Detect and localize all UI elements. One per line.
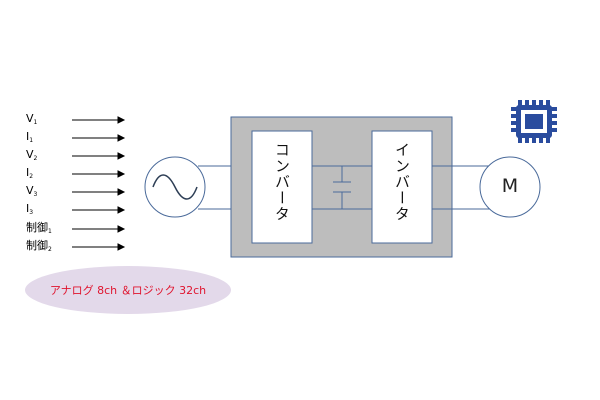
converter-label: コンバータ — [273, 142, 291, 222]
signal-label-i3: I3 — [26, 202, 34, 217]
sine-wave-icon — [152, 174, 198, 200]
signal-arrow — [72, 170, 126, 178]
signal-label-control2: 制御2 — [26, 239, 52, 254]
signal-arrow — [72, 188, 126, 196]
channels-label: アナログ 8ch ＆ロジック 32ch — [49, 284, 207, 297]
signal-arrow — [72, 206, 126, 214]
signal-arrow — [72, 152, 126, 160]
signal-label-v3: V3 — [26, 184, 38, 199]
signal-label-v1: V1 — [26, 112, 38, 127]
signal-arrow — [72, 116, 126, 124]
converter-box — [251, 130, 313, 244]
signal-label-i2: I2 — [26, 166, 34, 181]
signal-arrows — [72, 116, 126, 251]
signal-arrow — [72, 243, 126, 251]
capacitor — [333, 166, 351, 209]
signal-arrow — [72, 225, 126, 233]
channels-badge: アナログ 8ch ＆ロジック 32ch — [25, 266, 231, 314]
signal-arrow — [72, 134, 126, 142]
inverter-label: インバータ — [393, 142, 411, 222]
motor-label: M — [501, 175, 519, 197]
ac-source — [144, 156, 206, 218]
cpu-chip-icon — [511, 100, 557, 143]
signal-label-i1: I1 — [26, 130, 34, 145]
inverter-box — [371, 130, 433, 244]
signal-label-control1: 制御1 — [26, 221, 52, 236]
motor — [479, 156, 541, 218]
signal-label-v2: V2 — [26, 148, 38, 163]
